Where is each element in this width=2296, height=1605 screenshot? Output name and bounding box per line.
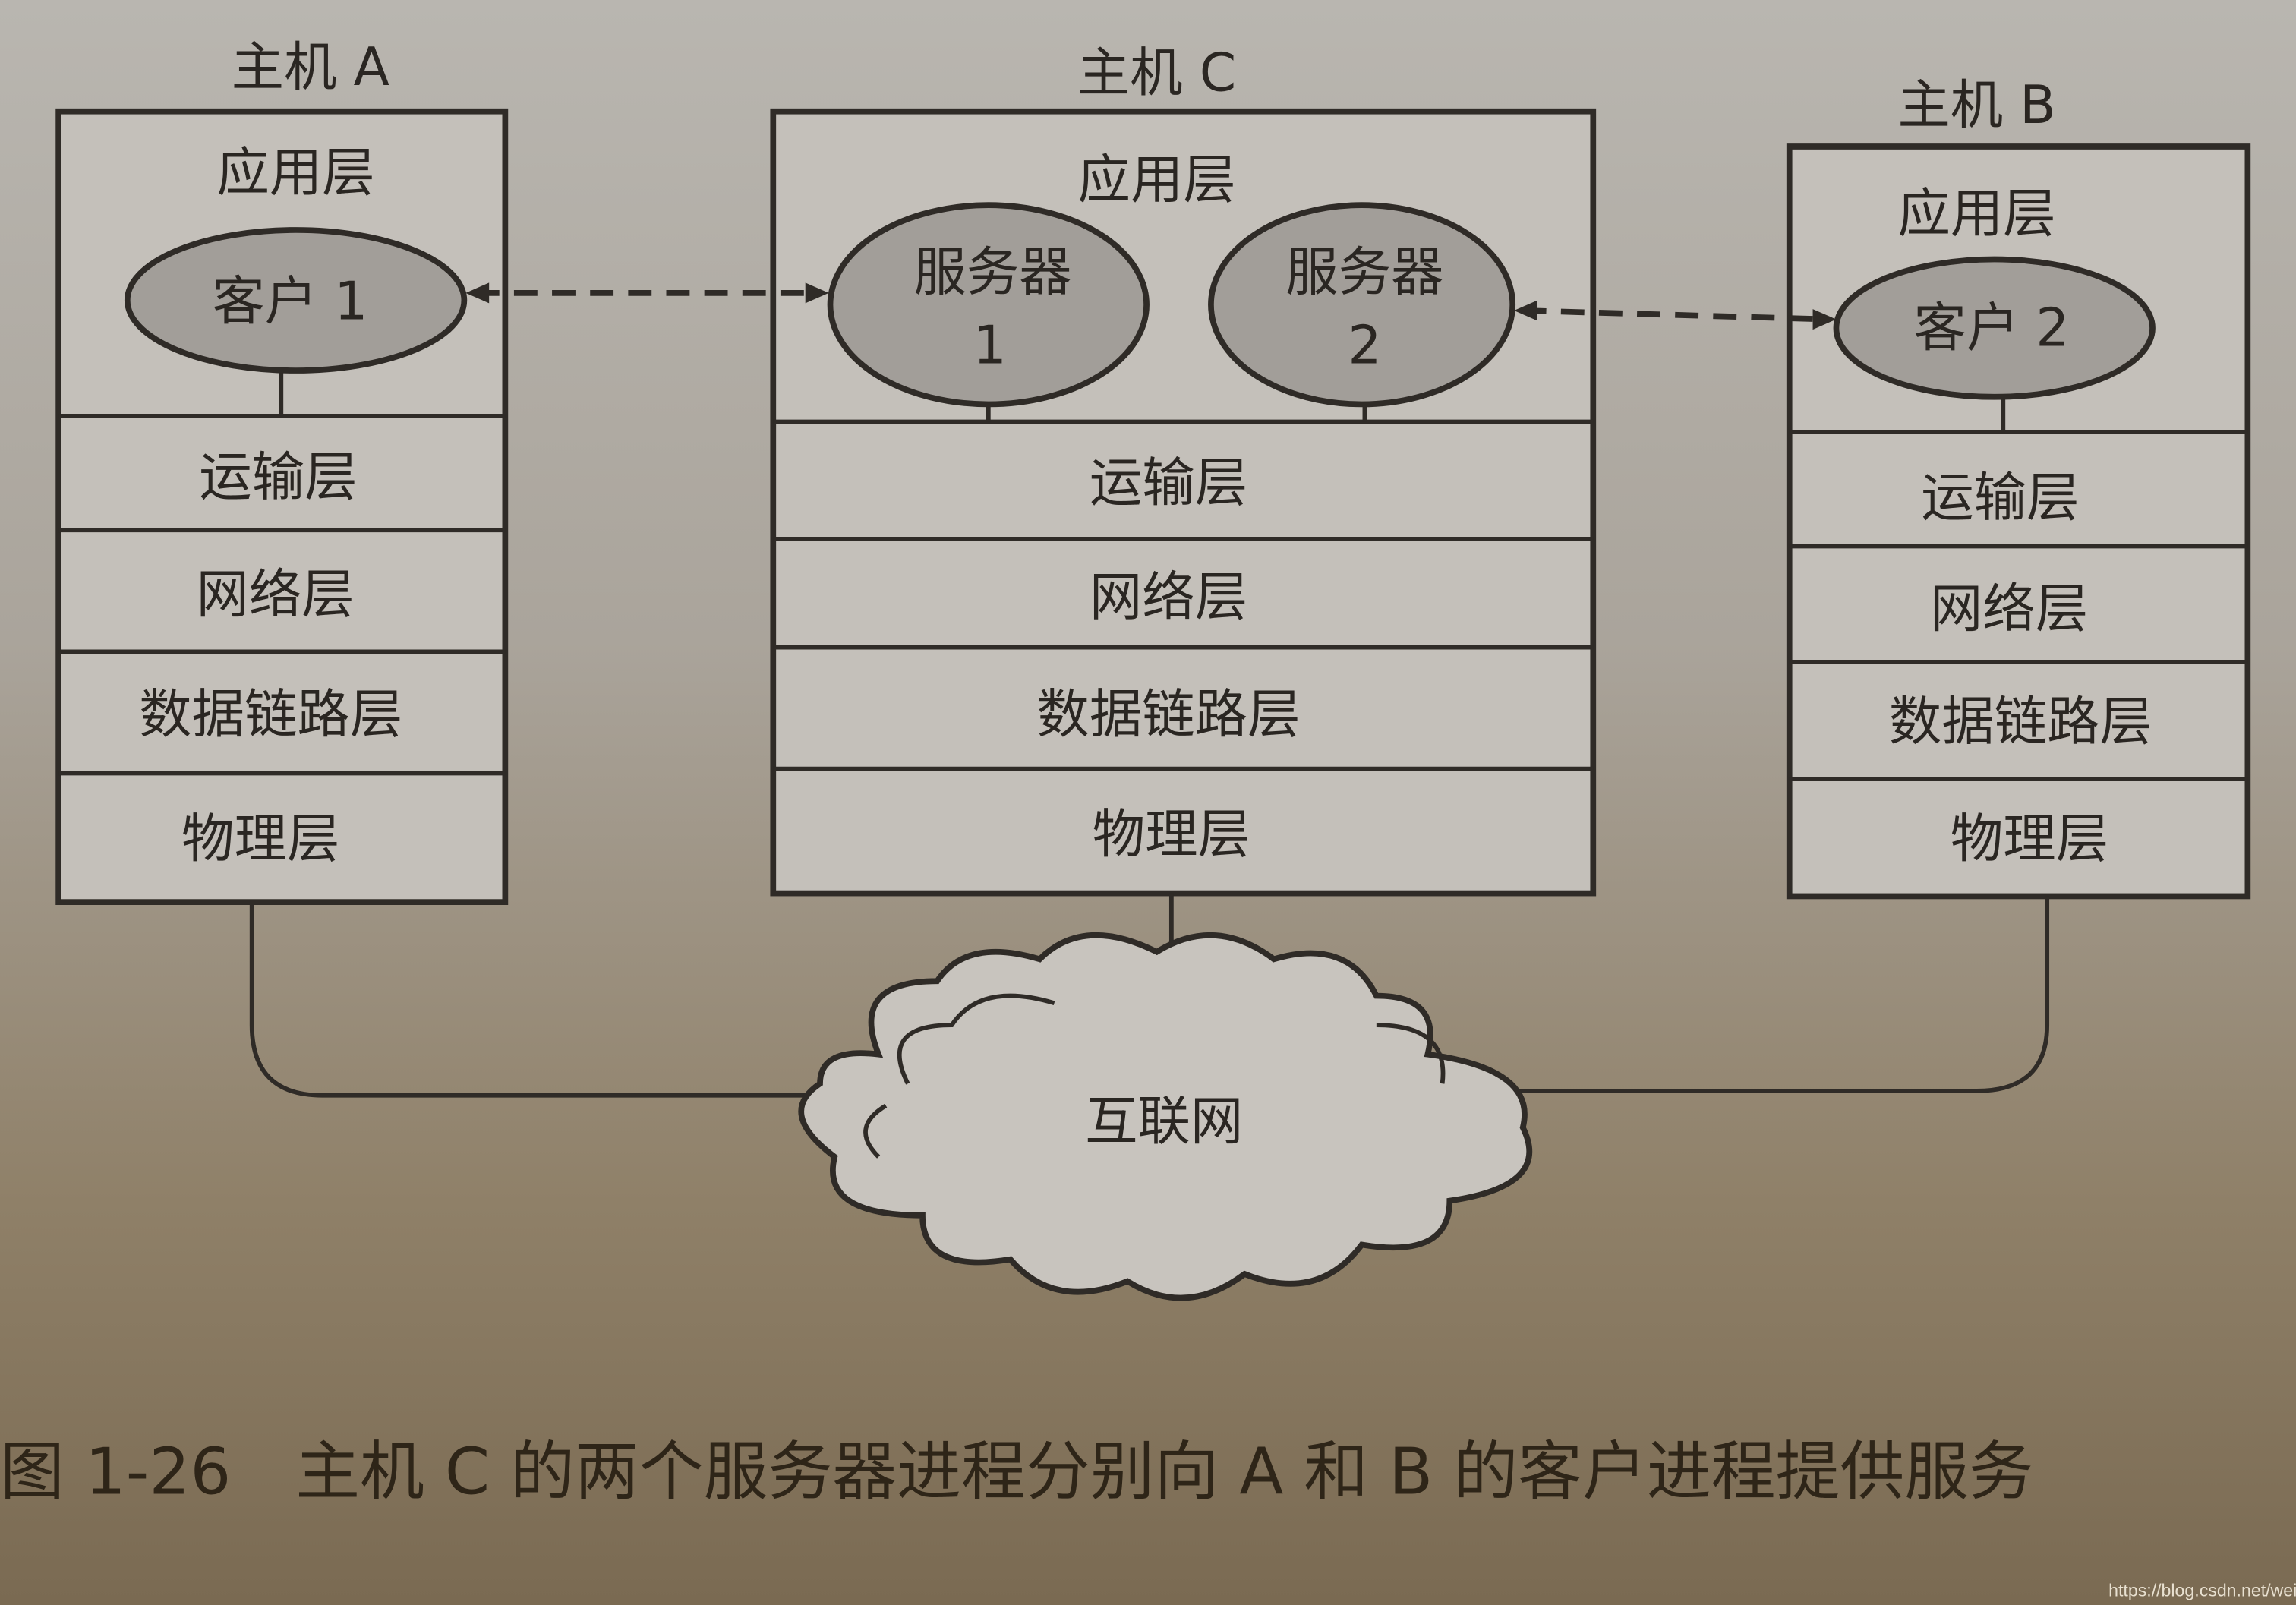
internet-cloud: 互联网: [798, 932, 1533, 1301]
host-c-app-layer: 应用层: [1077, 150, 1235, 211]
host-a-app-layer: 应用层: [216, 143, 374, 203]
internet-label: 互联网: [1085, 1092, 1243, 1153]
host-c-title: 主机 C: [1077, 43, 1236, 104]
server-1-label: 服务器: [913, 242, 1071, 303]
process-connections: [465, 282, 1837, 330]
arrow-right-icon: [1812, 309, 1837, 330]
host-a-client-label: 客户 1: [212, 272, 367, 333]
server-1-number: 1: [973, 315, 1007, 376]
host-b-network-layer: 网络层: [1930, 579, 2088, 640]
figure-caption: 图 1-26 主机 C 的两个服务器进程分别向 A 和 B 的客户进程提供服务: [0, 1434, 2033, 1509]
host-b-title: 主机 B: [1897, 75, 2055, 136]
host-a-datalink-layer: 数据链路层: [139, 684, 402, 745]
host-a: 主机 A 应用层 客户 1 运输层 网络层 数据链路层 物理层: [55, 37, 509, 905]
watermark: https://blog.csdn.net/weixin_34950579: [2108, 1580, 2296, 1600]
host-a-client-process: [124, 227, 468, 374]
host-b-client-process: [1833, 256, 2156, 400]
host-b-physical-layer: 物理层: [1951, 809, 2108, 869]
host-c-transport-layer: 运输层: [1090, 453, 1247, 514]
host-b-datalink-layer: 数据链路层: [1889, 692, 2152, 752]
host-b-app-layer: 应用层: [1897, 184, 2055, 244]
host-c-network-layer: 网络层: [1090, 567, 1247, 628]
arrow-left-icon: [1514, 300, 1538, 321]
host-c: 主机 C 应用层 服务器 1 服务器 2 运输层 网络层 数据链路层 物理层: [770, 43, 1597, 897]
server-2-label: 服务器: [1285, 242, 1443, 303]
server-2-number: 2: [1348, 315, 1381, 376]
host-a-transport-layer: 运输层: [199, 447, 357, 508]
server-2-process: [1208, 202, 1516, 408]
server2-client2-link: [1522, 307, 1828, 323]
host-b: 主机 B 应用层 客户 2 运输层 网络层 数据链路层 物理层: [1786, 75, 2251, 900]
host-a-network-layer: 网络层: [196, 564, 354, 625]
host-c-datalink-layer: 数据链路层: [1036, 684, 1300, 745]
host-b-client-label: 客户 2: [1913, 298, 2069, 358]
host-a-title: 主机 A: [232, 37, 390, 98]
server-1-process: [827, 202, 1150, 408]
arrow-left-icon: [465, 282, 490, 304]
host-b-transport-layer: 运输层: [1921, 468, 2079, 528]
host-c-physical-layer: 物理层: [1093, 805, 1250, 866]
host-a-physical-layer: 物理层: [181, 809, 339, 869]
arrow-right-icon: [805, 282, 829, 304]
